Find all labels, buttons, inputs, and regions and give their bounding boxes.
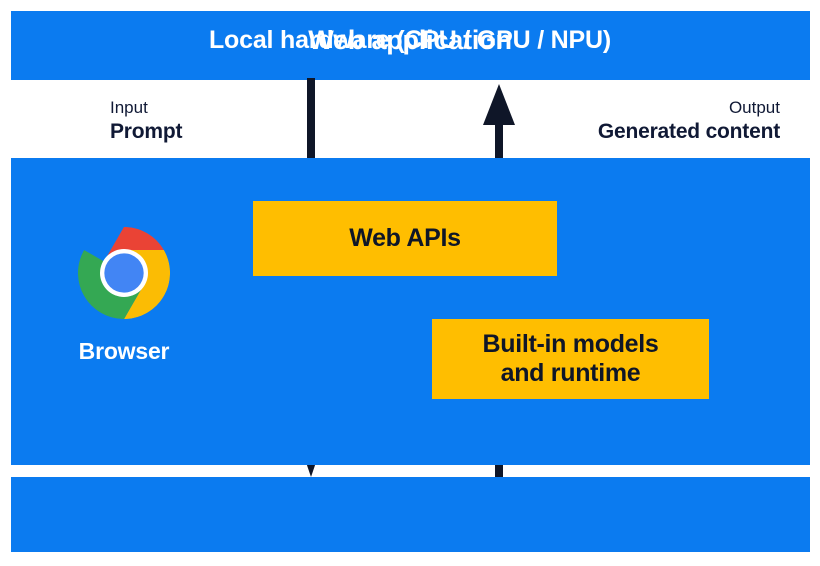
- band-local-hardware: [11, 477, 810, 552]
- flow-caption-input: Input Prompt: [110, 98, 183, 144]
- flow-caption-output: Output Generated content: [598, 98, 780, 144]
- output-value-label: Generated content: [597, 119, 780, 143]
- chrome-logo-icon: [77, 226, 171, 320]
- component-box-web-apis[interactable]: Web APIs: [253, 201, 557, 276]
- web-apis-label: Web APIs: [349, 223, 461, 252]
- builtin-models-label: Built-in models and runtime: [482, 329, 659, 388]
- input-value-label: Prompt: [110, 119, 183, 143]
- band-browser-label: Browser: [78, 338, 170, 364]
- component-box-builtin-models[interactable]: Built-in models and runtime: [432, 319, 709, 399]
- band-local-hardware-label: Local hardware (CPU / GPU / NPU): [208, 26, 611, 54]
- band-web-application-label: Web application: [308, 25, 512, 55]
- browser-identity-group: Browser: [46, 225, 202, 363]
- output-kind-label: Output: [728, 98, 780, 117]
- input-kind-label: Input: [110, 98, 148, 117]
- band-web-application: [11, 11, 810, 80]
